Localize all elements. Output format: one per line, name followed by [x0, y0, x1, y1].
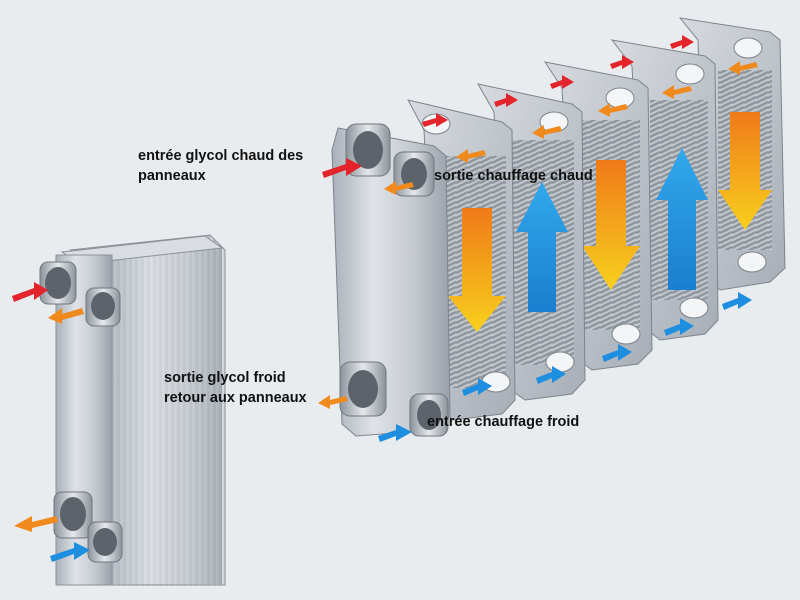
outlet-arrow-icon	[318, 395, 348, 409]
cold-inlet-arrow-icon	[378, 424, 412, 442]
outlet-arrow-icon	[598, 103, 628, 117]
label-line: retour aux panneaux	[164, 390, 307, 406]
hot-flow-arrow-icon	[582, 160, 640, 290]
outlet-arrow-icon	[456, 149, 486, 163]
hot-inlet-arrow-icon	[670, 35, 694, 49]
label-hot-glycol-inlet: entrée glycol chaud des panneaux	[138, 146, 303, 186]
cold-flow-arrow-icon	[516, 182, 568, 312]
hot-inlet-arrow-icon	[494, 93, 518, 107]
label-cold-heating-inlet: entrée chauffage froid	[427, 414, 580, 430]
front-port-bottom-2	[409, 393, 449, 437]
label-cold-glycol-outlet: sortie glycol froid retour aux panneaux	[164, 368, 307, 408]
front-port-bottom-1	[339, 361, 387, 417]
assembled-port-bottom-1	[53, 491, 93, 539]
outlet-arrow-icon	[662, 85, 692, 99]
hot-inlet-arrow-icon	[12, 282, 48, 302]
outlet-arrow-icon	[728, 61, 758, 75]
label-line: panneaux	[138, 168, 206, 184]
cold-inlet-arrow-icon	[664, 318, 694, 336]
outlet-arrow-icon	[532, 125, 562, 139]
hot-inlet-arrow-icon	[322, 158, 362, 178]
assembled-port-top-1	[39, 261, 77, 305]
outlet-arrow-icon	[48, 308, 84, 324]
hot-flow-arrow-icon	[718, 112, 772, 230]
hot-inlet-arrow-icon	[422, 113, 448, 127]
assembled-port-top-2	[85, 287, 121, 327]
label-hot-heating-outlet: sortie chauffage chaud	[434, 168, 593, 184]
exploded-plate-stack	[318, 17, 786, 442]
outlet-arrow-icon	[14, 516, 58, 532]
front-port-top-1	[345, 123, 391, 177]
front-end-plate	[331, 123, 451, 437]
cold-inlet-arrow-icon	[462, 378, 492, 396]
assembled-exchanger	[12, 234, 226, 586]
cold-inlet-arrow-icon	[602, 344, 632, 362]
cold-inlet-arrow-icon	[536, 366, 566, 384]
cold-flow-arrow-icon	[656, 148, 708, 290]
hot-inlet-arrow-icon	[550, 75, 574, 89]
hot-inlet-arrow-icon	[610, 55, 634, 69]
cold-inlet-arrow-icon	[50, 542, 90, 562]
assembled-port-bottom-2	[87, 521, 123, 563]
label-line: sortie glycol froid	[164, 370, 286, 386]
hot-flow-arrow-icon	[448, 208, 506, 332]
label-line: entrée glycol chaud des	[138, 148, 304, 164]
outlet-arrow-icon	[384, 181, 414, 195]
cold-inlet-arrow-icon	[722, 292, 752, 310]
